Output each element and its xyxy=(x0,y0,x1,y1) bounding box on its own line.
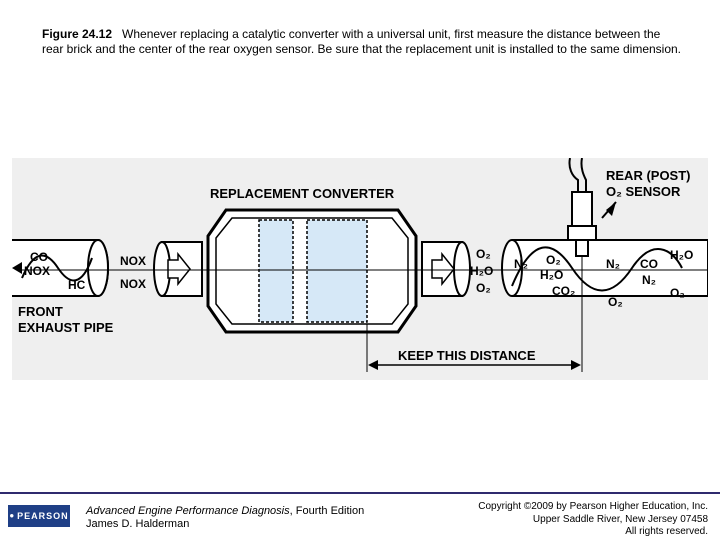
gas-co-in: CO xyxy=(30,250,48,264)
front-pipe xyxy=(12,239,109,297)
gas-nox-in: NOX xyxy=(24,264,50,278)
copyright-line-1: Copyright ©2009 by Pearson Higher Educat… xyxy=(478,501,708,512)
gas-co2: CO₂ xyxy=(552,284,575,298)
converter-diagram: REPLACEMENT CONVERTER REAR (POST) O₂ SEN… xyxy=(12,158,708,380)
copyright-line-2: Upper Saddle River, New Jersey 07458 xyxy=(532,513,708,525)
book-title: Advanced Engine Performance Diagnosis xyxy=(86,505,290,517)
gas-h2o-b: H₂O xyxy=(540,268,563,282)
gas-nox-top: NOX xyxy=(120,254,146,268)
pearson-logo: ● PEARSON xyxy=(8,505,70,527)
gas-o2-d: O₂ xyxy=(670,286,685,300)
keep-distance-label: KEEP THIS DISTANCE xyxy=(398,348,536,363)
gas-hc-in: HC xyxy=(68,278,86,292)
gas-o2-out-top: O₂ xyxy=(476,247,491,261)
converter-body xyxy=(206,208,418,334)
book-edition: , Fourth Edition xyxy=(289,505,365,517)
gas-h2o-out: H₂O xyxy=(470,264,493,278)
book-author: James D. Halderman xyxy=(86,518,190,530)
front-exhaust-label-2: EXHAUST PIPE xyxy=(18,320,114,335)
diagram-svg: REPLACEMENT CONVERTER REAR (POST) O₂ SEN… xyxy=(12,158,708,372)
copyright-notice: Copyright ©2009 by Pearson Higher Educat… xyxy=(478,501,708,539)
footer-divider xyxy=(0,492,720,494)
o2-sensor xyxy=(567,158,617,257)
gas-co-out: CO xyxy=(640,257,658,271)
gas-n2-c: N₂ xyxy=(642,273,656,287)
gas-nox-bottom: NOX xyxy=(120,277,146,291)
rear-sensor-label-2: O₂ SENSOR xyxy=(606,184,681,199)
gas-o2-c: O₂ xyxy=(608,295,623,309)
figure-number: Figure 24.12 xyxy=(42,27,113,41)
gas-o2-a: O₂ xyxy=(546,253,561,267)
pearson-icon: ● xyxy=(9,511,16,520)
gas-h2o-c: H₂O xyxy=(670,248,693,262)
rear-sensor-label-1: REAR (POST) xyxy=(606,168,691,183)
caption-text: Whenever replacing a catalytic converter… xyxy=(42,27,682,56)
gas-o2-out-bottom: O₂ xyxy=(476,281,491,295)
front-exhaust-label-1: FRONT xyxy=(18,304,63,319)
copyright-line-3: All rights reserved. xyxy=(625,526,708,537)
book-info: Advanced Engine Performance Diagnosis, F… xyxy=(86,505,364,531)
rear-pipe xyxy=(501,239,708,297)
distance-dimension xyxy=(366,256,583,372)
pearson-logo-text: PEARSON xyxy=(17,511,69,521)
replacement-converter-label: REPLACEMENT CONVERTER xyxy=(210,186,395,201)
gas-n2-a: N₂ xyxy=(514,257,528,271)
gas-n2-b: N₂ xyxy=(606,257,620,271)
